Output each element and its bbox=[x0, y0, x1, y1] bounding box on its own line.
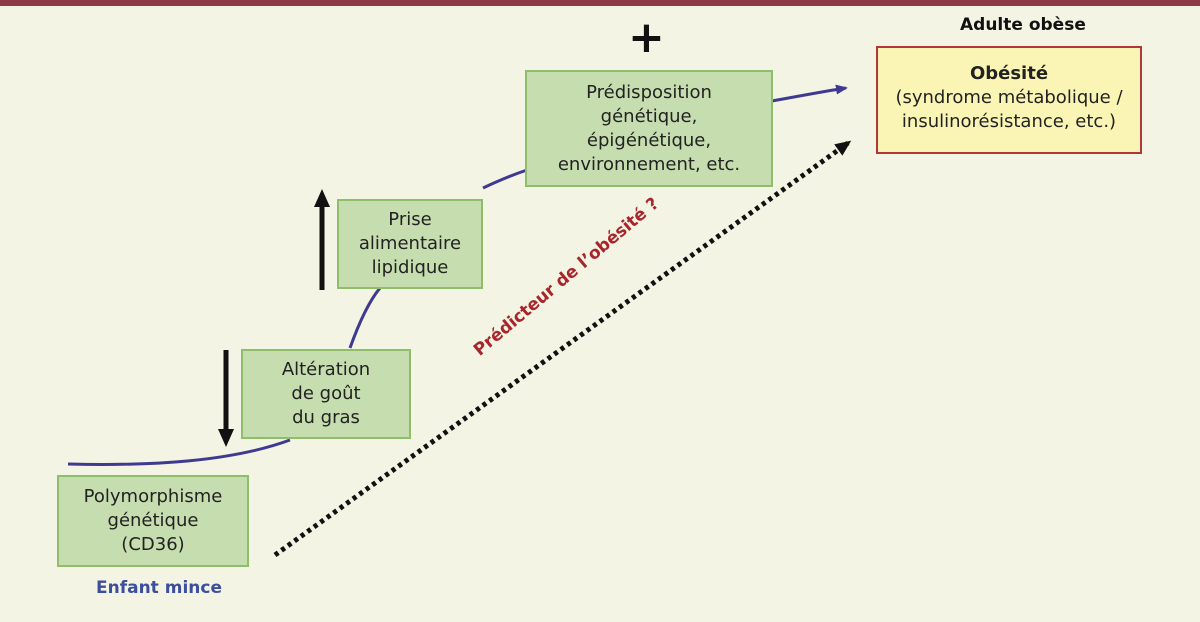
step-line: Polymorphisme bbox=[83, 486, 223, 507]
step-line: alimentaire bbox=[358, 233, 462, 254]
step-box-predisposition: Prédisposition génétique, épigénétique, … bbox=[525, 70, 773, 187]
result-box-obesite: Obésité (syndrome métabolique / insulino… bbox=[876, 46, 1142, 154]
label-adulte-obese: Adulte obèse bbox=[960, 15, 1086, 35]
step-box-prise-alimentaire: Prise alimentaire lipidique bbox=[337, 199, 483, 289]
step-line: Altération bbox=[281, 359, 371, 380]
step-line: Prise bbox=[388, 209, 432, 230]
step-line: environnement, etc. bbox=[557, 153, 741, 175]
step-line: lipidique bbox=[371, 257, 449, 278]
step-box-alteration: Altération de goût du gras bbox=[241, 349, 411, 439]
curve-mid-1 bbox=[348, 287, 382, 349]
step-line: du gras bbox=[292, 407, 360, 428]
dotted-predictor-arrow bbox=[273, 140, 852, 558]
step-line: Prédisposition bbox=[586, 81, 712, 103]
curve-start bbox=[67, 438, 291, 466]
curve-end-arrow bbox=[771, 84, 848, 103]
result-line: insulinorésistance, etc.) bbox=[901, 111, 1117, 132]
plus-sign: + bbox=[628, 12, 665, 63]
step-line: de goût bbox=[291, 383, 361, 404]
curve-mid-2 bbox=[482, 168, 528, 190]
top-accent-bar bbox=[0, 0, 1200, 6]
step-box-polymorphisme: Polymorphisme génétique (CD36) bbox=[57, 475, 249, 567]
step-line: épigénétique, bbox=[586, 129, 712, 151]
label-enfant-mince: Enfant mince bbox=[96, 578, 222, 598]
step-line: (CD36) bbox=[121, 534, 185, 555]
step-line: génétique bbox=[107, 510, 199, 531]
result-title: Obésité bbox=[969, 63, 1049, 84]
result-line: (syndrome métabolique / bbox=[895, 87, 1123, 108]
step-line: génétique, bbox=[600, 105, 698, 127]
